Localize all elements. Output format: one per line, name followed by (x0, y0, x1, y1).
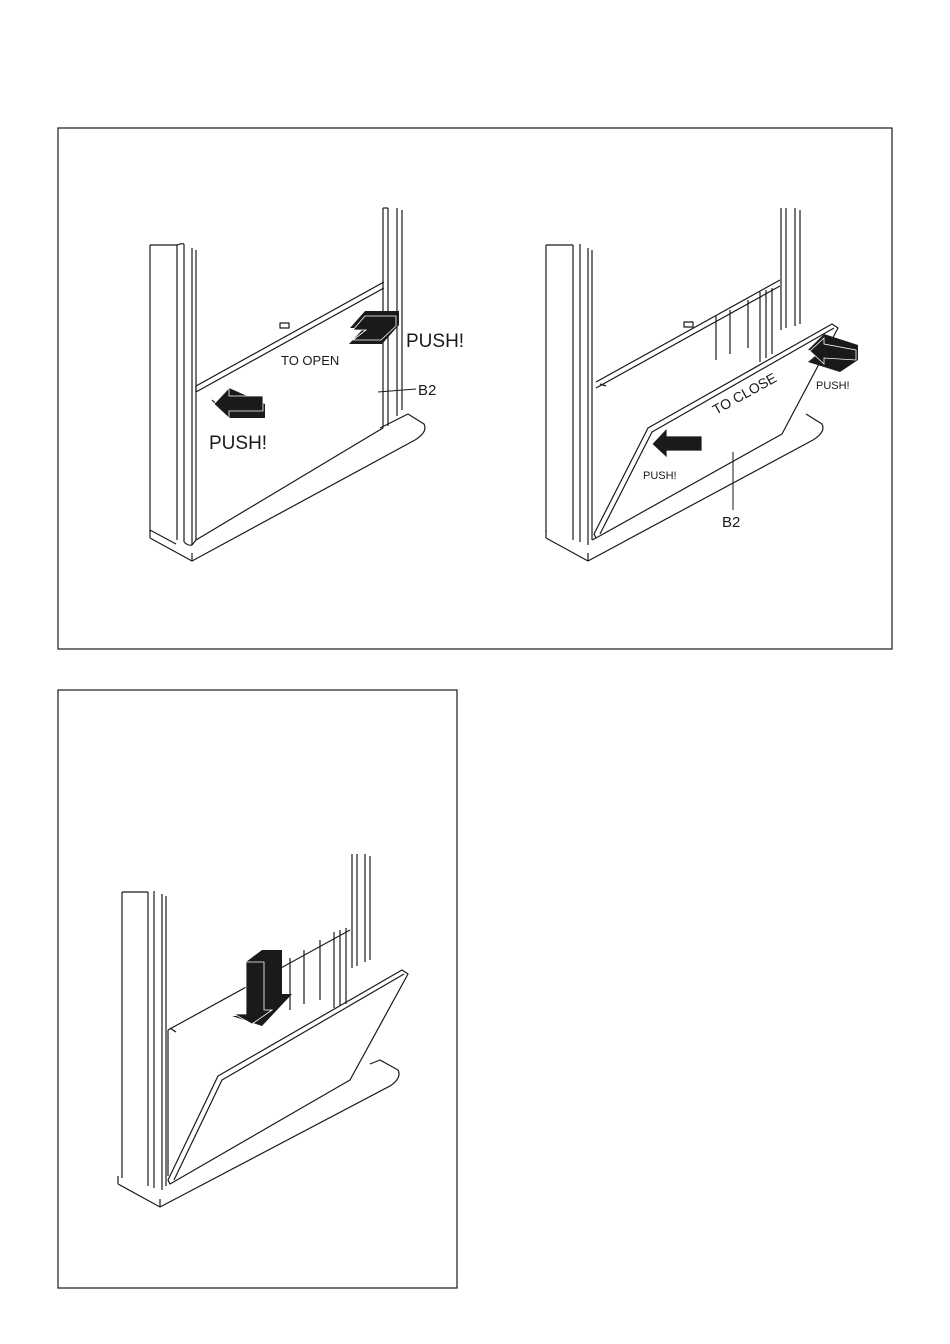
action-label-open: TO OPEN (281, 353, 339, 368)
push-label-right-open: PUSH! (406, 331, 464, 352)
cabinet-panel-lowered (118, 854, 408, 1207)
push-label-right-close: PUSH! (816, 380, 850, 392)
part-label-b2-close: B2 (722, 514, 740, 531)
push-arrow-left-open (214, 388, 265, 418)
cabinet-open (546, 208, 838, 561)
downward-arrow (232, 950, 292, 1026)
push-arrow-right-close (808, 334, 858, 372)
push-label-left-open: PUSH! (209, 433, 267, 454)
part-label-b2-open: B2 (418, 382, 436, 399)
cabinet-closed (150, 208, 425, 561)
push-arrow-left-close (652, 428, 702, 458)
push-label-left-close: PUSH! (643, 470, 677, 482)
push-arrow-right-open (349, 311, 399, 344)
